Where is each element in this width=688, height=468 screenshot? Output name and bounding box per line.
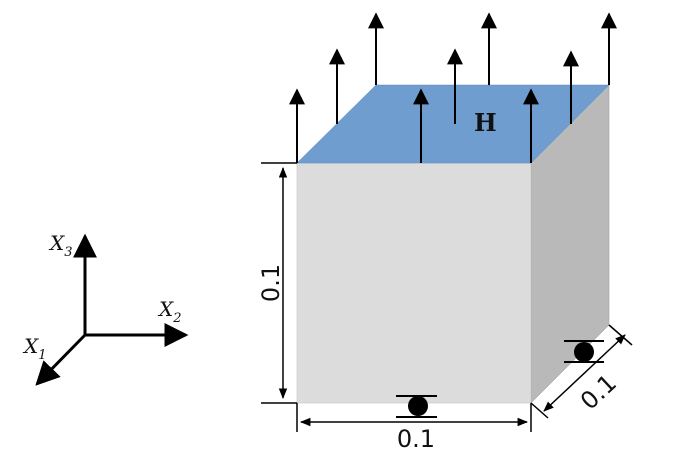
width-dimension-label: 0.1: [397, 425, 435, 453]
roller-ball: [574, 342, 594, 362]
coordinate-system: X3 X2 X1: [22, 231, 189, 386]
field-label-h: H: [474, 108, 497, 137]
extension-line: [608, 324, 633, 346]
x1-axis-arrow: [35, 333, 87, 386]
depth-dimension-line: [543, 334, 626, 412]
width-dimension: 0.1: [296, 403, 532, 453]
roller-support-front: [396, 395, 437, 418]
height-dimension: 0.1: [257, 162, 297, 404]
cube-front-face: [296, 162, 532, 404]
roller-ball: [408, 396, 428, 416]
x2-axis-label: X2: [157, 297, 182, 326]
extension-line: [530, 402, 549, 419]
cube: [296, 84, 610, 404]
x3-axis-label: X3: [48, 231, 73, 260]
field-arrows: H: [289, 12, 617, 163]
x1-axis-label: X1: [22, 334, 47, 363]
height-dimension-label: 0.1: [257, 264, 285, 302]
